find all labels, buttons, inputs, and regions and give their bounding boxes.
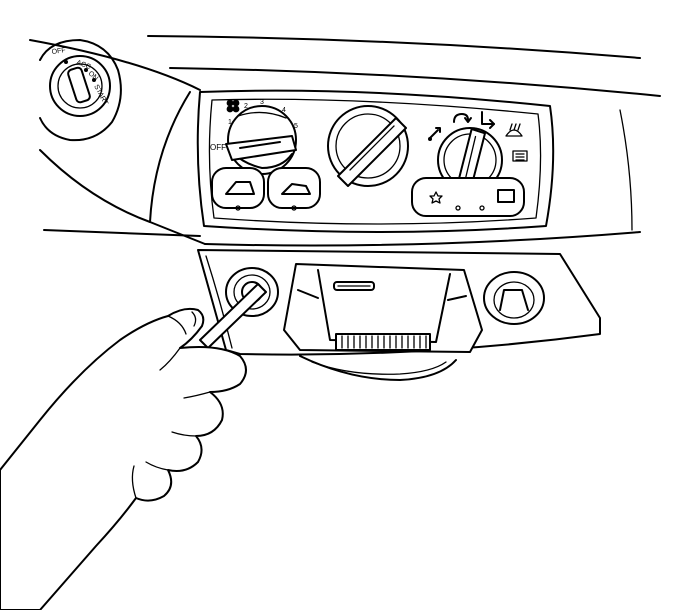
- ignition-switch: OFF ACC ON START: [39, 39, 122, 142]
- fan-speed-3-label: 3: [260, 99, 264, 106]
- rear-defrost-icon: [512, 150, 528, 162]
- ashtray-ribs: [341, 335, 427, 349]
- ashtray-tray[interactable]: [283, 263, 483, 353]
- floor-mode-button[interactable]: [267, 167, 321, 209]
- fresh-air-icon: [429, 191, 443, 204]
- fan-speed-5-label: 5: [294, 123, 298, 130]
- fan-speed-1-label: 1: [228, 119, 232, 126]
- ignition-off-label: OFF: [51, 47, 66, 56]
- lower-console: [197, 249, 601, 381]
- hand-with-tool: [0, 283, 267, 611]
- fan-speed-2-label: 2: [244, 103, 248, 110]
- vent-icon: [428, 127, 441, 141]
- hvac-lower-buttons: [211, 167, 525, 217]
- floor-icon: [481, 111, 495, 129]
- vent-mode-button[interactable]: [211, 167, 265, 209]
- hand: [0, 307, 247, 611]
- rear-defrost-button[interactable]: [497, 189, 515, 203]
- temperature-button-strip: [411, 177, 525, 217]
- ignition-key-slot: [67, 66, 91, 104]
- prying-tool: [199, 283, 267, 349]
- fan-icon: [226, 99, 240, 113]
- fan-speed-4-label: 4: [282, 107, 286, 114]
- ignition-acc-label: ACC: [75, 59, 91, 71]
- fan-speed-knob-group: 1 2 3 4 5 OFF: [210, 99, 298, 175]
- recirculation-icon: [453, 113, 472, 123]
- defrost-icon: [505, 123, 523, 137]
- lighter-socket: [483, 271, 545, 325]
- fan-off-label: OFF: [210, 143, 226, 152]
- mode-knob-group: [327, 105, 409, 187]
- mode-knob-grip: [337, 117, 407, 187]
